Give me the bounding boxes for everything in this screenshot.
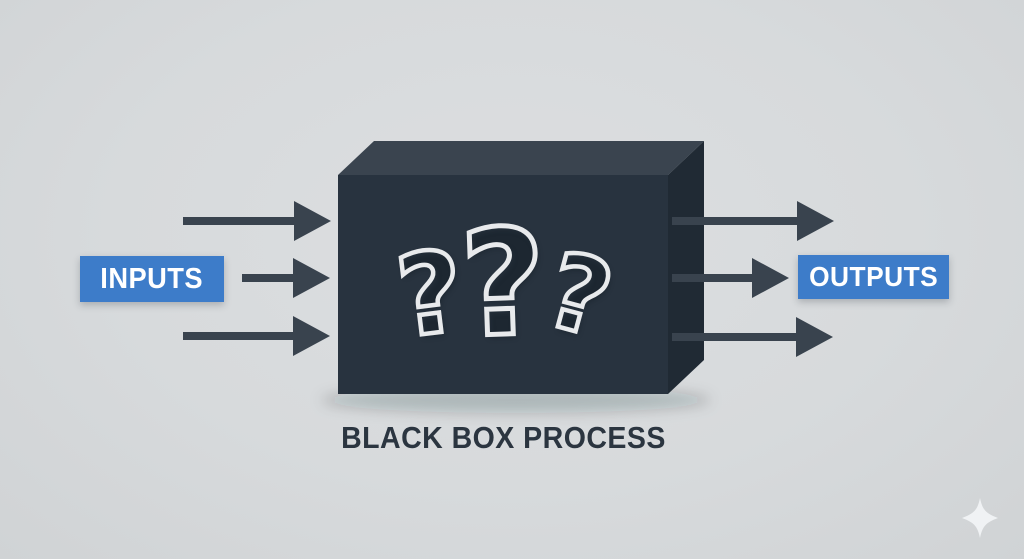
question-mark-1: ? — [388, 224, 473, 365]
outputs-label: OUTPUTS — [798, 255, 949, 299]
output-arrow-middle — [672, 258, 789, 298]
output-arrow-top — [672, 201, 834, 241]
caption-text: BLACK BOX PROCESS — [340, 420, 666, 455]
sparkle-icon — [962, 498, 998, 538]
black-box-front-face — [338, 175, 668, 394]
input-arrow-top — [183, 201, 331, 241]
input-arrow-middle — [242, 258, 330, 298]
caption: BLACK BOX PROCESS — [203, 420, 803, 456]
input-arrow-bottom — [183, 316, 330, 356]
output-arrow-bottom — [672, 317, 833, 357]
inputs-label-text: INPUTS — [100, 262, 204, 295]
black-box-side-face — [668, 141, 704, 394]
inputs-label: INPUTS — [80, 256, 224, 302]
outputs-label-text: OUTPUTS — [808, 261, 939, 292]
question-mark-2: ? — [456, 195, 552, 373]
black-box-top-face — [338, 141, 704, 175]
